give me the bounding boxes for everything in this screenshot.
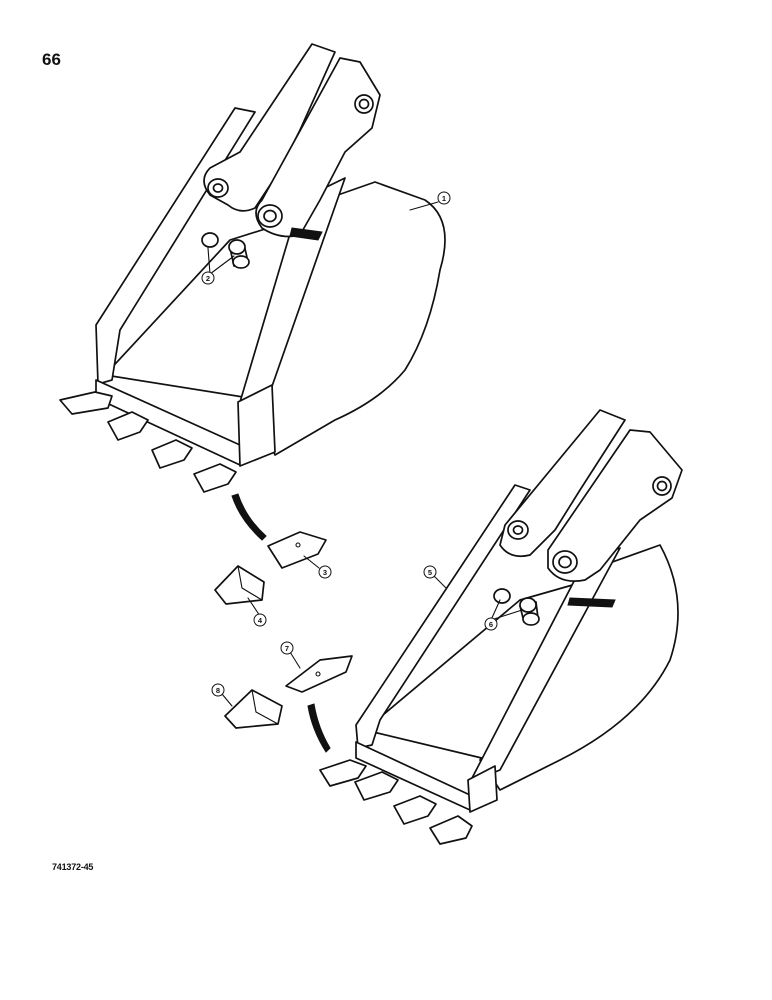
callout-2: 2 — [201, 271, 215, 285]
flow-arrow-upper — [231, 493, 267, 541]
callout-label: 7 — [285, 644, 289, 653]
callout-label: 2 — [206, 274, 210, 283]
flow-arrow-lower — [307, 703, 331, 753]
tooth-adapter-7 — [285, 655, 353, 693]
tooth-point-4 — [214, 565, 265, 605]
callout-7: 7 — [280, 641, 294, 655]
page-number: 66 — [42, 50, 61, 69]
figure-code: 741372-45 — [52, 862, 94, 872]
callout-5: 5 — [423, 565, 437, 579]
callout-label: 1 — [442, 194, 446, 203]
tooth-adapter-3 — [267, 531, 327, 569]
tooth-point-8 — [224, 689, 283, 729]
callout-label: 8 — [216, 686, 220, 695]
callout-label: 4 — [258, 616, 263, 625]
callout-1: 1 — [437, 191, 451, 205]
callout-4: 4 — [253, 613, 267, 627]
callout-6: 6 — [484, 617, 498, 631]
callout-3: 3 — [318, 565, 332, 579]
callout-8: 8 — [211, 683, 225, 697]
bucket-1-large — [59, 43, 446, 493]
bucket-5-small — [319, 409, 683, 845]
leader-lines — [207, 201, 523, 707]
callout-label: 5 — [428, 568, 432, 577]
callout-label: 3 — [323, 568, 327, 577]
callout-label: 6 — [489, 620, 493, 629]
